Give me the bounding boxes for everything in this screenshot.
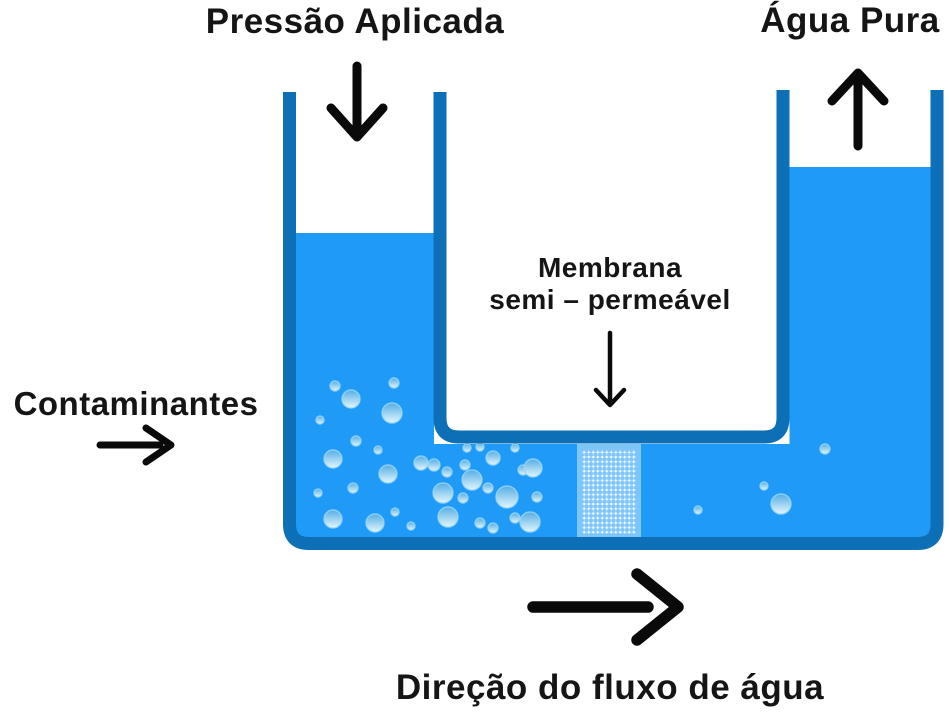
contaminant-bubble bbox=[373, 445, 383, 455]
flow-direction-label: Direção do fluxo de água bbox=[395, 668, 825, 707]
outer-tube-wall bbox=[283, 90, 944, 550]
contaminant-bubble bbox=[365, 513, 385, 533]
contaminant-bubble bbox=[482, 482, 494, 494]
contaminant-bubble bbox=[329, 380, 341, 392]
membrane-mesh-pattern bbox=[582, 450, 636, 534]
contaminant-bubble bbox=[323, 449, 343, 469]
membrane-label-line1: Membrana bbox=[537, 252, 683, 283]
contaminant-bubble bbox=[381, 402, 403, 424]
contaminant-bubble bbox=[441, 466, 453, 478]
contaminant-bubble bbox=[390, 507, 400, 517]
pure-water-label: Água Pura bbox=[760, 1, 940, 40]
contaminant-bubble bbox=[759, 481, 769, 491]
contaminant-bubble bbox=[378, 464, 398, 484]
contaminant-bubble bbox=[474, 517, 486, 529]
contaminant-bubble bbox=[406, 521, 416, 531]
contaminants-label: Contaminantes bbox=[13, 385, 259, 422]
contaminant-bubble bbox=[437, 506, 459, 528]
contaminants-right-arrow-icon bbox=[96, 424, 175, 466]
contaminant-bubble bbox=[531, 491, 543, 503]
contaminant-bubble bbox=[315, 415, 325, 425]
contaminant-bubble bbox=[459, 459, 471, 471]
contaminant-bubble bbox=[519, 511, 541, 533]
contaminant-bubble bbox=[693, 505, 703, 515]
semi-permeable-membrane bbox=[577, 444, 641, 540]
contaminant-bubble bbox=[475, 442, 485, 452]
membrane-label-line2: semi – permeável bbox=[489, 284, 731, 315]
contaminant-bubbles-left bbox=[313, 377, 543, 534]
applied-pressure-label: Pressão Aplicada bbox=[205, 2, 505, 41]
contaminant-bubble bbox=[819, 443, 831, 455]
contaminant-bubble bbox=[495, 485, 519, 509]
membrane-label: Membrana semi – permeável bbox=[430, 252, 790, 316]
contaminant-bubble bbox=[341, 389, 361, 409]
contaminant-bubble bbox=[485, 450, 501, 466]
contaminant-bubble bbox=[413, 455, 429, 471]
contaminant-bubble bbox=[510, 443, 520, 453]
flow-direction-right-arrow-icon bbox=[527, 568, 684, 646]
pure-water-up-arrow-icon bbox=[827, 68, 889, 151]
applied-pressure-down-arrow-icon bbox=[326, 61, 388, 142]
water-body bbox=[296, 167, 931, 539]
contaminant-bubble bbox=[770, 493, 792, 515]
contaminant-bubble bbox=[462, 443, 472, 453]
contaminant-bubble bbox=[432, 482, 454, 504]
inner-tube-wall bbox=[433, 90, 790, 444]
contaminant-bubble bbox=[523, 458, 543, 478]
contaminant-bubble bbox=[461, 469, 483, 491]
contaminant-bubble bbox=[457, 492, 469, 504]
contaminant-bubbles-right bbox=[693, 443, 831, 515]
contaminant-bubble bbox=[509, 512, 521, 524]
contaminant-bubble bbox=[388, 377, 400, 389]
contaminant-bubble bbox=[350, 435, 362, 447]
contaminant-bubble bbox=[427, 458, 441, 472]
contaminant-bubble bbox=[347, 482, 359, 494]
contaminant-bubble bbox=[487, 522, 499, 534]
contaminant-bubble bbox=[313, 488, 323, 498]
membrane-pointer-arrow-icon bbox=[593, 330, 627, 408]
contaminant-bubble bbox=[323, 509, 343, 529]
